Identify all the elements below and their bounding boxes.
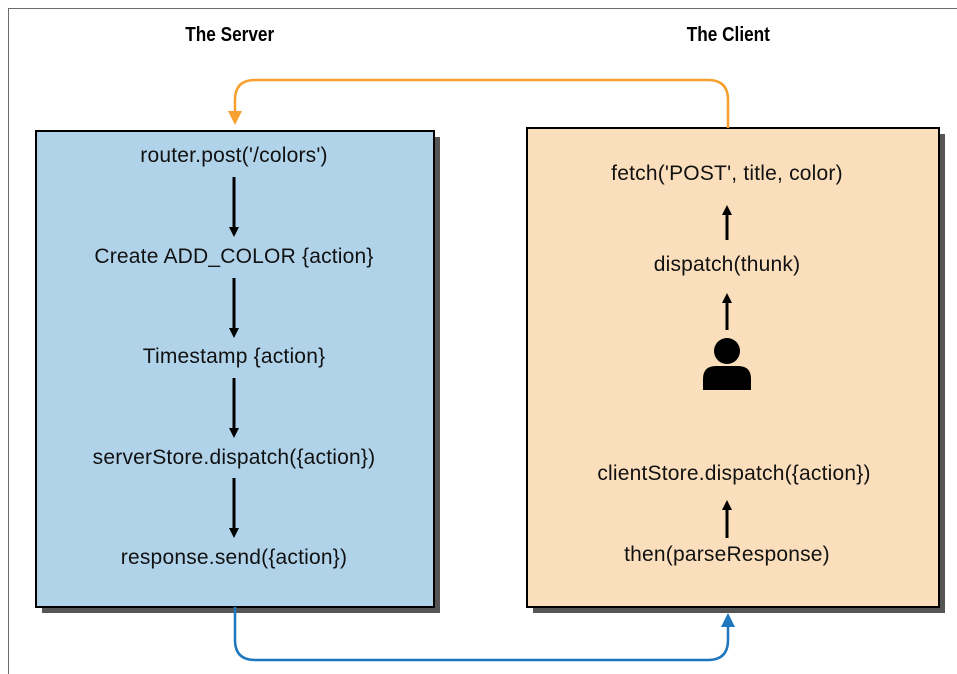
user-icon xyxy=(703,338,751,390)
client-step-store-dispatch: clientStore.dispatch({action}) xyxy=(597,462,871,485)
server-to-client-connector xyxy=(233,607,735,662)
server-heading: The Server xyxy=(185,24,275,46)
client-step-fetch: fetch('POST', title, color) xyxy=(611,162,843,185)
server-step-router-post: router.post('/colors') xyxy=(140,144,328,167)
client-to-server-connector xyxy=(228,78,730,128)
server-step-timestamp: Timestamp {action} xyxy=(142,345,326,368)
client-step-parse-response: then(parseResponse) xyxy=(624,543,830,566)
server-step-response-send: response.send({action}) xyxy=(120,546,348,569)
server-step-create-action: Create ADD_COLOR {action} xyxy=(94,245,374,268)
diagram-frame xyxy=(8,8,957,674)
client-heading: The Client xyxy=(686,24,770,46)
client-step-dispatch-thunk: dispatch(thunk) xyxy=(653,253,801,276)
server-step-store-dispatch: serverStore.dispatch({action}) xyxy=(92,446,376,469)
